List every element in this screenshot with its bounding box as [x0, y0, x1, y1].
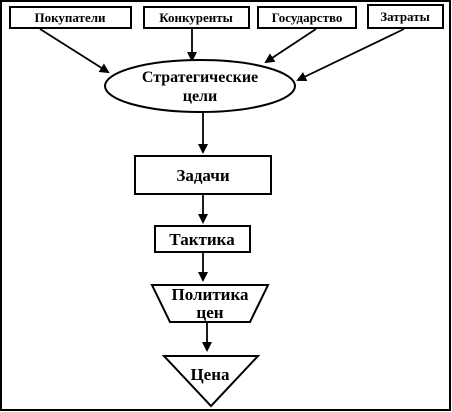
input-state: Государство [257, 6, 357, 29]
arrow-costs-to-goals [296, 28, 405, 82]
price: Цена [161, 355, 261, 408]
tasks-label: Задачи [176, 166, 229, 185]
tactics-box [154, 225, 251, 253]
input-state-box [257, 6, 357, 29]
input-customers: Покупатели [9, 6, 132, 29]
strategic-goals: Стратегические цели [104, 59, 296, 113]
price-triangle [161, 355, 261, 408]
input-competitors-box [143, 6, 250, 29]
price-label: Цена [190, 365, 230, 384]
input-competitors: Конкуренты [143, 6, 250, 29]
arrow-customers-to-goals [39, 28, 110, 74]
pricing-policy-label-line2: цен [196, 303, 223, 322]
input-customers-label: Покупатели [34, 10, 106, 25]
input-customers-box [9, 6, 132, 29]
tactics: Тактика [154, 225, 251, 253]
input-state-label: Государство [272, 10, 343, 25]
strategic-goals-ellipse [104, 59, 296, 113]
input-competitors-label: Конкуренты [159, 10, 233, 25]
tasks-box [134, 155, 272, 195]
strategic-goals-label-line1: Стратегические [142, 69, 258, 86]
tactics-label: Тактика [169, 230, 235, 249]
input-costs-box [367, 4, 444, 29]
pricing-policy-label-line1: Политика [171, 285, 249, 304]
input-costs: Затраты [367, 4, 444, 29]
input-costs-label: Затраты [380, 9, 430, 24]
tasks: Задачи [134, 155, 272, 195]
pricing-policy: Политика цен [150, 284, 270, 323]
strategic-goals-label-line2: цели [183, 88, 218, 105]
pricing-policy-trapezoid [150, 284, 270, 323]
arrow-state-to-goals [264, 28, 317, 64]
